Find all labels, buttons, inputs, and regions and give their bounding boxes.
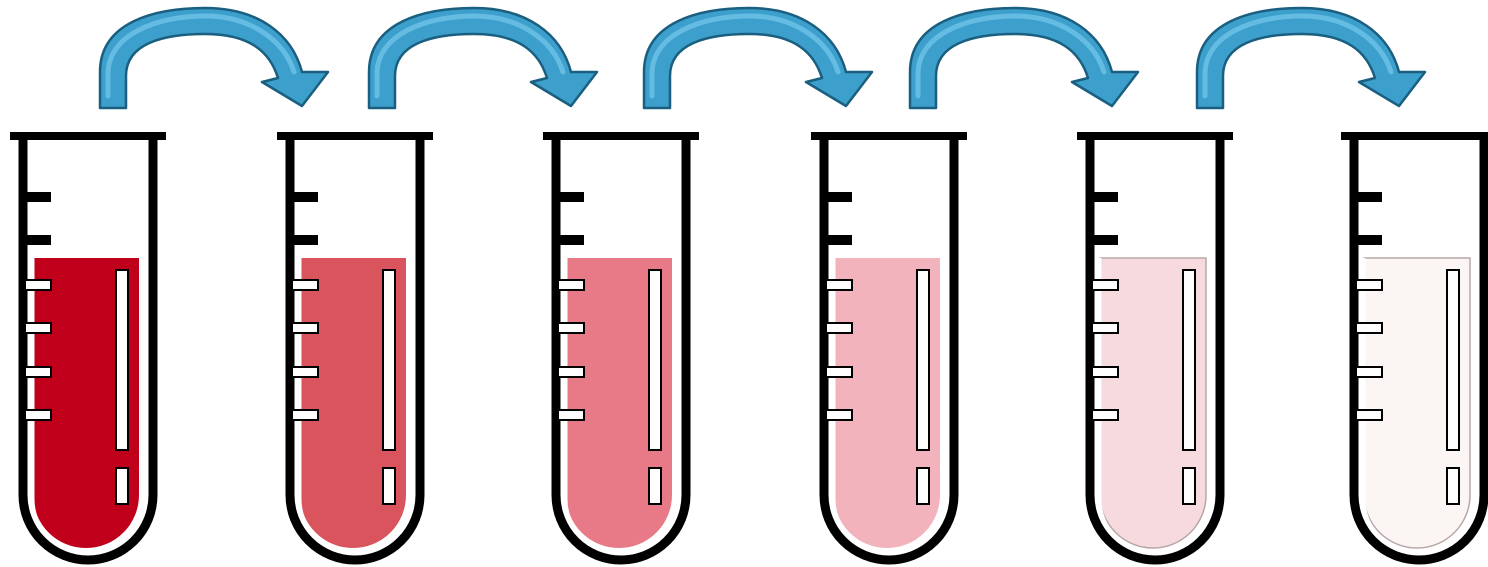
gloss-bar (383, 468, 395, 504)
gloss-bar (917, 270, 929, 450)
graduation-mark (1354, 235, 1382, 245)
graduation-mark (290, 235, 318, 245)
graduation-mark (1090, 235, 1118, 245)
graduation-mark (25, 410, 51, 420)
tube-6 (1341, 132, 1488, 560)
graduation-mark (1356, 410, 1382, 420)
graduation-mark (824, 235, 852, 245)
tube-5 (1077, 132, 1233, 560)
transfer-arrow-icon (1197, 8, 1425, 108)
graduation-mark (826, 280, 852, 290)
tube-lip (811, 132, 967, 140)
arrow-body (369, 8, 597, 108)
gloss-bar (1447, 270, 1459, 450)
graduation-mark (292, 367, 318, 377)
graduation-mark (826, 367, 852, 377)
graduation-mark (25, 323, 51, 333)
graduation-mark (1090, 192, 1118, 202)
arrow-body (910, 8, 1138, 108)
graduation-mark (558, 323, 584, 333)
graduation-mark (558, 410, 584, 420)
graduation-mark (558, 280, 584, 290)
graduation-mark (824, 192, 852, 202)
gloss-bar (917, 468, 929, 504)
tube-2 (277, 132, 433, 560)
graduation-mark (558, 367, 584, 377)
graduation-mark (556, 192, 584, 202)
graduation-mark (1354, 192, 1382, 202)
graduation-mark (25, 367, 51, 377)
tube-lip (10, 132, 166, 140)
gloss-bar (1183, 468, 1195, 504)
gloss-bar (1447, 468, 1459, 504)
graduation-mark (292, 280, 318, 290)
graduation-mark (1092, 410, 1118, 420)
transfer-arrow-icon (644, 8, 872, 108)
graduation-mark (1356, 280, 1382, 290)
transfer-arrow-icon (910, 8, 1138, 108)
gloss-bar (649, 270, 661, 450)
tube-lip (1341, 132, 1488, 140)
tube-lip (1077, 132, 1233, 140)
gloss-bar (649, 468, 661, 504)
graduation-mark (826, 410, 852, 420)
graduation-mark (292, 410, 318, 420)
arrow-body (644, 8, 872, 108)
graduation-mark (23, 235, 51, 245)
graduation-mark (1356, 323, 1382, 333)
graduation-mark (292, 323, 318, 333)
tube-1 (10, 132, 166, 560)
test-tubes (10, 132, 1488, 560)
transfer-arrows (100, 8, 1425, 108)
gloss-bar (116, 270, 128, 450)
graduation-mark (1092, 367, 1118, 377)
graduation-mark (826, 323, 852, 333)
tube-4 (811, 132, 967, 560)
tube-3 (543, 132, 699, 560)
graduation-mark (556, 235, 584, 245)
gloss-bar (116, 468, 128, 504)
graduation-mark (1092, 280, 1118, 290)
graduation-mark (290, 192, 318, 202)
arrow-body (1197, 8, 1425, 108)
tube-lip (277, 132, 433, 140)
graduation-mark (25, 280, 51, 290)
tube-lip (543, 132, 699, 140)
graduation-mark (1092, 323, 1118, 333)
transfer-arrow-icon (369, 8, 597, 108)
graduation-mark (1356, 367, 1382, 377)
gloss-bar (1183, 270, 1195, 450)
graduation-mark (23, 192, 51, 202)
arrow-body (100, 8, 328, 108)
gloss-bar (383, 270, 395, 450)
transfer-arrow-icon (100, 8, 328, 108)
